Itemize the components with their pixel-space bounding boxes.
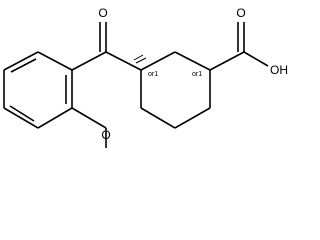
methoxy-oxygen-label: O: [101, 128, 110, 142]
bond-cyc-2: [174, 51, 211, 71]
bond-cyc-4: [174, 107, 211, 129]
bond-ring-6: [3, 51, 39, 71]
bond-aryl-carbonyl: [71, 51, 107, 71]
methoxy-group: O: [71, 107, 111, 148]
hash-1: [135, 57, 147, 64]
bond-cyc-5: [140, 107, 176, 129]
bond-ring-3: [37, 107, 73, 129]
benzene-ring: [3, 51, 73, 129]
acid-oxygen-label: O: [236, 6, 245, 20]
bond-ring-1: [37, 51, 73, 71]
acid-hydroxyl-label: OH: [270, 63, 288, 77]
carbonyl-oxygen-label: O: [98, 6, 107, 20]
molecule-drawing: O O O OH: [3, 6, 288, 148]
structure-diagram: O O O OH: [3, 6, 288, 148]
ketone-group: O: [71, 6, 142, 71]
stereo-label-left: or1: [148, 71, 158, 78]
stereo-label-right: or1: [192, 71, 202, 78]
bond-acid-oh: [243, 51, 269, 67]
bond-ring-carboxyl: [209, 51, 245, 71]
bond-carbonyl-ring: [105, 51, 142, 71]
hash-2: [133, 54, 144, 61]
stereo-hash-left: [133, 54, 147, 64]
bond-cyc-1: [140, 51, 176, 71]
bond-ring-double-2: [9, 105, 35, 122]
bond-ring-4: [3, 107, 39, 129]
cyclohexane-ring: [140, 51, 211, 129]
bond-ring-double-3: [10, 58, 37, 73]
carboxylic-acid-group: O OH: [209, 6, 288, 77]
bond-aryl-methoxy-o: [71, 107, 107, 129]
